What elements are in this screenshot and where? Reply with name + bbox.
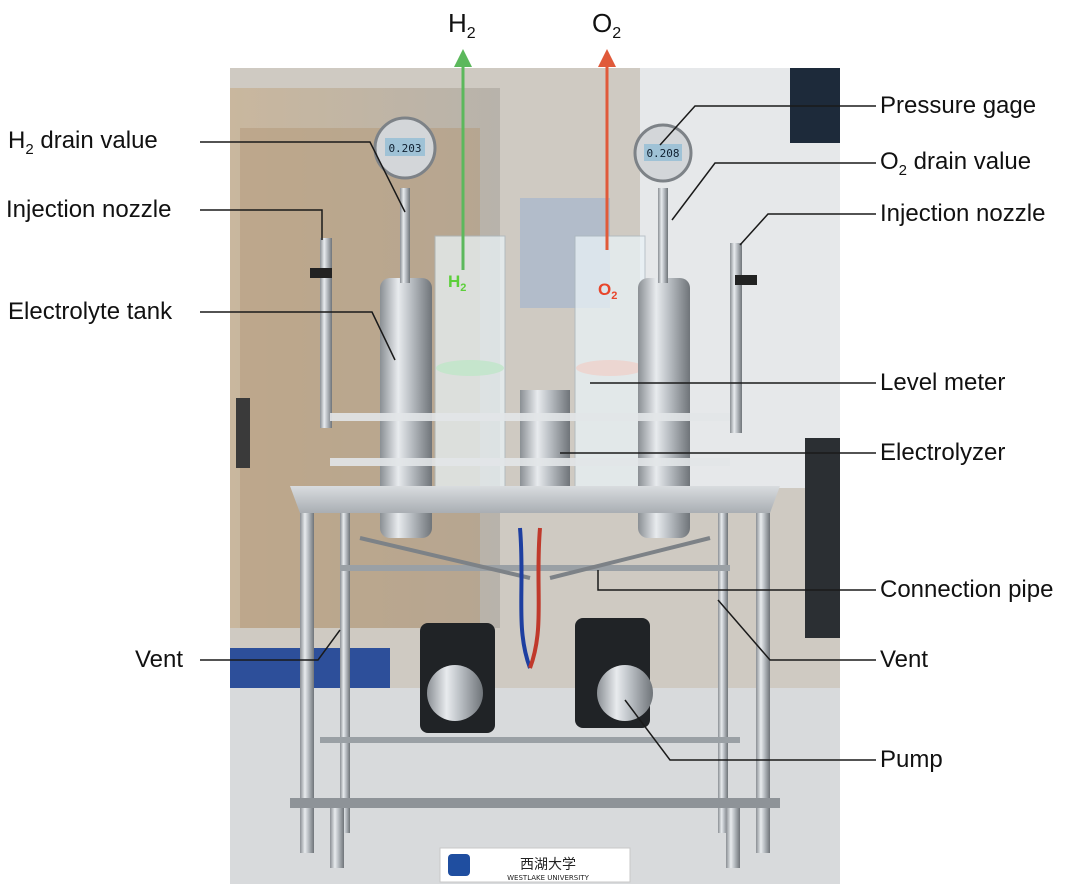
frame-leg-inner-left bbox=[340, 513, 350, 833]
label-o2-drain-value: O2 drain value bbox=[880, 148, 1031, 179]
o2-label-base: O bbox=[592, 8, 613, 38]
wire-red bbox=[528, 527, 542, 669]
h2-tag-sub: 2 bbox=[460, 282, 467, 294]
label-pump: Pump bbox=[880, 746, 943, 773]
top-platform bbox=[290, 486, 780, 513]
o2-drain-sub: 2 bbox=[898, 162, 908, 179]
diagonal-pipe-right bbox=[549, 536, 711, 580]
h2-label-base: H bbox=[448, 8, 467, 38]
right-tank bbox=[638, 278, 690, 538]
label-electrolyzer: Electrolyzer bbox=[880, 439, 1006, 466]
h2-output-label: H2 bbox=[448, 8, 476, 43]
o2-label-sub: 2 bbox=[612, 25, 622, 42]
label-electrolyte-tank: Electrolyte tank bbox=[8, 298, 173, 325]
label-connection-pipe: Connection pipe bbox=[880, 576, 1054, 603]
o2-drain-base: O bbox=[880, 148, 899, 175]
laptop bbox=[805, 438, 840, 638]
diagonal-pipe-left bbox=[359, 536, 531, 580]
left-gauge-stem bbox=[400, 188, 410, 283]
o2-tag: O2 bbox=[598, 280, 618, 302]
h2-label-sub: 2 bbox=[466, 25, 476, 42]
logo-name: 西湖大学 bbox=[520, 857, 576, 873]
h2-drain-base: H bbox=[8, 127, 26, 154]
label-h2-drain-value: H2 drain value bbox=[8, 127, 158, 158]
right-level-meter bbox=[730, 243, 742, 433]
o2-tag-base: O bbox=[598, 280, 612, 299]
right-valve-handle bbox=[735, 275, 757, 285]
left-level-meter bbox=[320, 238, 332, 428]
o2-drain-rest: drain value bbox=[907, 148, 1032, 175]
right-pressure-gauge: 0.208 bbox=[633, 123, 693, 183]
university-logo: 西湖大学 WESTLAKE UNIVERSITY bbox=[439, 847, 631, 883]
logo-english: WESTLAKE UNIVERSITY bbox=[507, 874, 589, 882]
o2-output-label: O2 bbox=[592, 8, 621, 43]
h2-tag-base: H bbox=[448, 272, 461, 291]
h2-drain-rest: drain value bbox=[33, 127, 158, 154]
label-vent-left: Vent bbox=[135, 646, 184, 673]
right-gauge-reading: 0.208 bbox=[646, 147, 679, 160]
frame-leg-right bbox=[756, 513, 770, 853]
right-pump-head bbox=[597, 665, 653, 721]
h2-tag: H2 bbox=[448, 272, 467, 294]
upper-tube bbox=[330, 413, 730, 421]
electrolyzer-stack bbox=[520, 390, 570, 500]
left-pump-head bbox=[427, 665, 483, 721]
foot-right bbox=[726, 808, 740, 868]
logo-mark-icon bbox=[448, 854, 470, 876]
wire-blue bbox=[518, 527, 532, 669]
o2-tag-sub: 2 bbox=[611, 290, 618, 302]
left-valve-handle bbox=[310, 268, 332, 278]
left-pressure-gauge: 0.203 bbox=[373, 116, 437, 180]
foot-left bbox=[330, 808, 344, 868]
apparatus-photo: 0.203 0.208 bbox=[230, 68, 840, 884]
h2-glow bbox=[436, 360, 504, 376]
lower-tube bbox=[330, 458, 730, 466]
monitor-top bbox=[790, 68, 840, 143]
label-pressure-gage: Pressure gage bbox=[880, 92, 1037, 119]
door-handle bbox=[236, 398, 250, 468]
h2-drain-sub: 2 bbox=[25, 141, 34, 158]
bottom-platform bbox=[290, 798, 780, 808]
apparatus-illustration: 0.203 0.208 bbox=[230, 68, 840, 884]
o2-glow bbox=[576, 360, 644, 376]
right-gauge-stem bbox=[658, 188, 668, 283]
label-level-meter: Level meter bbox=[880, 369, 1006, 396]
label-vent-right: Vent bbox=[880, 646, 929, 673]
left-gauge-reading: 0.203 bbox=[388, 142, 421, 155]
label-injection-nozzle-right: Injection nozzle bbox=[880, 200, 1046, 227]
frame-leg-left bbox=[300, 513, 314, 853]
frame-leg-inner-right bbox=[718, 513, 728, 833]
label-injection-nozzle-left: Injection nozzle bbox=[6, 196, 172, 223]
